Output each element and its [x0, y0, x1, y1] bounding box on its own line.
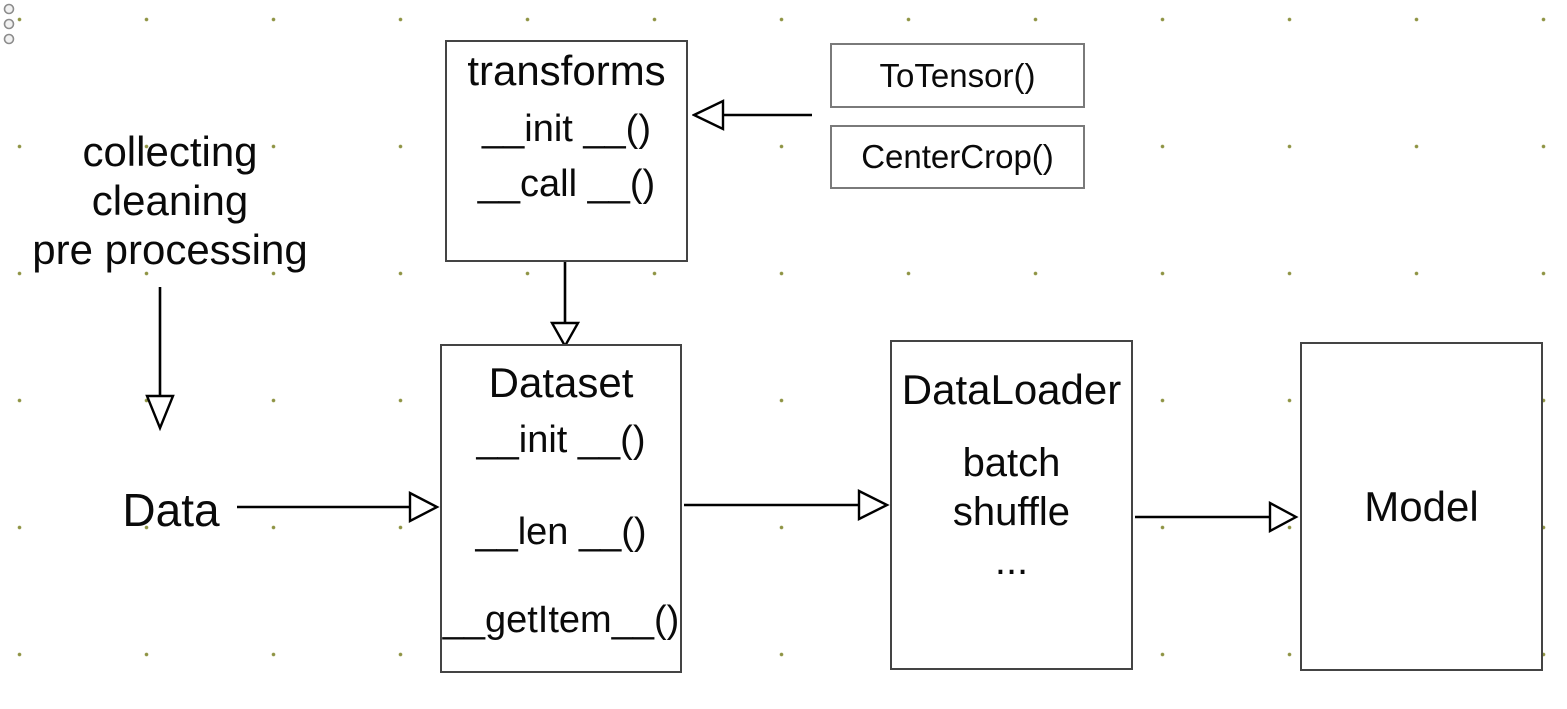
preprocess-note-line: pre processing: [32, 226, 308, 273]
arrow-data-to-dataset: [237, 491, 440, 523]
arrow-dataset-to-dataloader: [684, 489, 890, 521]
preprocess-note-line: collecting: [82, 128, 258, 175]
transforms-method-init: __init __(): [482, 108, 651, 150]
arrow-totensor-to-transforms: [692, 99, 812, 131]
arrow-preprocess-to-data: [145, 287, 175, 432]
arrow-transforms-to-dataset: [549, 262, 581, 348]
transforms-box: transforms __init __() __call __(): [445, 40, 688, 262]
arrowhead-down-icon: [549, 321, 581, 348]
dataloader-box-title: DataLoader: [901, 366, 1122, 413]
arrowhead-right-icon: [408, 491, 440, 523]
preprocess-note: collecting cleaning pre processing: [10, 127, 330, 274]
centercrop-label: CenterCrop(): [861, 138, 1054, 175]
model-box-title: Model: [1364, 482, 1479, 530]
vertical-ellipsis-icon: [3, 3, 15, 45]
arrow-dataloader-to-model: [1135, 500, 1299, 534]
totensor-label: ToTensor(): [879, 56, 1036, 94]
dataset-box-title: Dataset: [488, 359, 634, 406]
dataset-box: Dataset __init __() __len __() __getItem…: [440, 344, 682, 673]
dataloader-feature-more: ...: [994, 539, 1029, 583]
centercrop-box: CenterCrop(): [830, 125, 1085, 189]
data-label: Data: [122, 484, 220, 536]
dataset-method-getitem: __getItem__(): [442, 599, 680, 641]
arrowhead-right-icon: [1268, 500, 1299, 534]
totensor-box: ToTensor(): [830, 43, 1085, 108]
transforms-box-title: transforms: [467, 47, 666, 94]
dataset-method-init: __init __(): [476, 419, 646, 461]
arrowhead-down-icon: [145, 394, 175, 432]
dataloader-feature-shuffle: shuffle: [952, 490, 1071, 534]
model-box: Model: [1300, 342, 1543, 671]
transforms-method-call: __call __(): [477, 163, 656, 205]
dataloader-feature-batch: batch: [962, 441, 1061, 485]
preprocess-note-line: cleaning: [91, 177, 249, 224]
arrowhead-right-icon: [857, 489, 890, 521]
dataloader-box: DataLoader batch shuffle ...: [890, 340, 1133, 670]
dataset-method-len: __len __(): [475, 511, 647, 553]
arrowhead-left-icon: [692, 99, 725, 131]
